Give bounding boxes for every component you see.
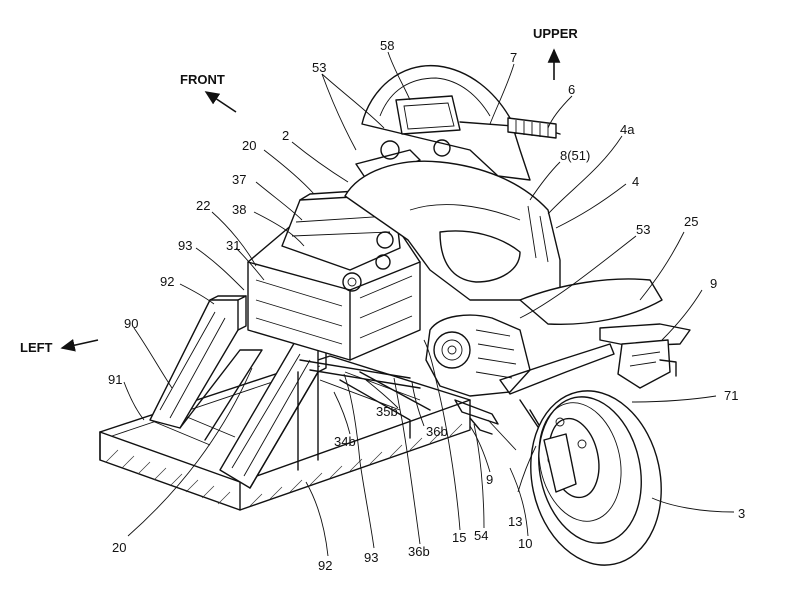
direction-left-label: LEFT bbox=[20, 340, 53, 355]
ref-93-left: 93 bbox=[178, 238, 192, 253]
ref-90: 90 bbox=[124, 316, 138, 331]
ref-54: 54 bbox=[474, 528, 488, 543]
ref-9-mid: 9 bbox=[486, 472, 493, 487]
reference-numerals: 58 7 6 53 20 2 4a 8(51) 4 37 38 22 93 31… bbox=[108, 38, 745, 573]
front-arrow-icon bbox=[204, 91, 237, 113]
ref-36b-bottom: 36b bbox=[408, 544, 430, 559]
ref-4a: 4a bbox=[620, 122, 635, 137]
ref-31: 31 bbox=[226, 238, 240, 253]
ref-53-top: 53 bbox=[312, 60, 326, 75]
ref-6: 6 bbox=[568, 82, 575, 97]
ref-15: 15 bbox=[452, 530, 466, 545]
ref-4: 4 bbox=[632, 174, 639, 189]
direction-upper-label: UPPER bbox=[533, 26, 578, 41]
ref-71: 71 bbox=[724, 388, 738, 403]
rear-wheel bbox=[530, 390, 662, 566]
ref-13: 13 bbox=[508, 514, 522, 529]
left-arrow-icon bbox=[60, 338, 99, 352]
ref-8-51: 8(51) bbox=[560, 148, 590, 163]
ref-35b: 35b bbox=[376, 404, 398, 419]
motorcycle-body bbox=[344, 64, 691, 477]
ref-58: 58 bbox=[380, 38, 394, 53]
ref-10: 10 bbox=[518, 536, 532, 551]
ref-2: 2 bbox=[282, 128, 289, 143]
ref-92-left: 92 bbox=[160, 274, 174, 289]
ref-9-right: 9 bbox=[710, 276, 717, 291]
direction-indicators: FRONT UPPER LEFT bbox=[20, 26, 578, 355]
ref-22: 22 bbox=[196, 198, 210, 213]
ref-37: 37 bbox=[232, 172, 246, 187]
ref-91: 91 bbox=[108, 372, 122, 387]
ref-93-bottom: 93 bbox=[364, 550, 378, 565]
ref-34b: 34b bbox=[334, 434, 356, 449]
ref-38: 38 bbox=[232, 202, 246, 217]
battery-case bbox=[247, 189, 421, 389]
leader-lines bbox=[123, 51, 735, 557]
ref-92-bottom: 92 bbox=[318, 558, 332, 573]
ref-25: 25 bbox=[684, 214, 698, 229]
ref-20-bottom: 20 bbox=[112, 540, 126, 555]
ref-53-right: 53 bbox=[636, 222, 650, 237]
ref-7: 7 bbox=[510, 50, 517, 65]
direction-front-label: FRONT bbox=[180, 72, 225, 87]
ref-36b-mid: 36b bbox=[426, 424, 448, 439]
ref-3: 3 bbox=[738, 506, 745, 521]
ref-20-top: 20 bbox=[242, 138, 256, 153]
